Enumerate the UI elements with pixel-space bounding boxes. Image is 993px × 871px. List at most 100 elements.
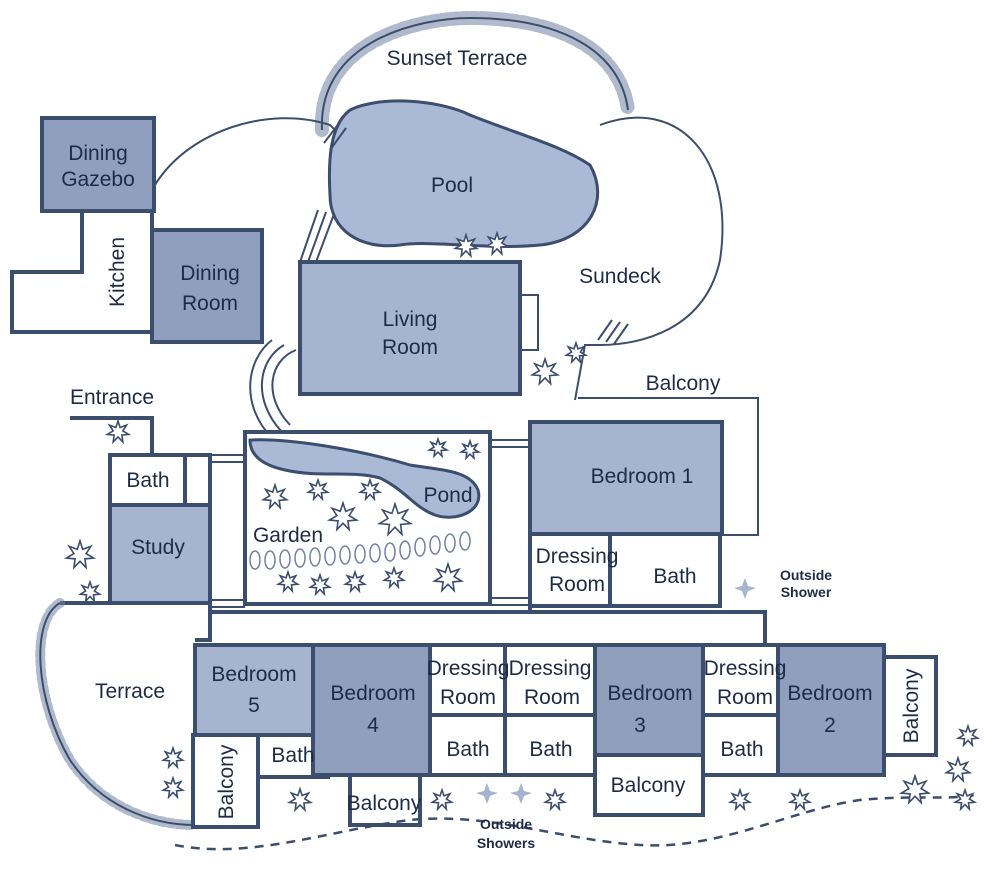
balcony-b4: [348, 773, 422, 827]
dressing-room-b: [503, 643, 597, 717]
dining-room: [150, 228, 264, 344]
plant-icon: [357, 477, 383, 502]
plant-icon: [160, 775, 186, 800]
bedroom-5: [193, 643, 315, 737]
plant-icon: [727, 787, 753, 812]
plant-icon: [431, 561, 465, 593]
plant-icon: [307, 572, 333, 597]
label-study: Study: [131, 536, 185, 559]
plant-icon: [898, 773, 932, 805]
living-room: [298, 260, 522, 396]
plant-icon: [955, 723, 981, 748]
pool: [327, 99, 600, 248]
label-pond: Pond: [423, 484, 472, 507]
plant-icon: [286, 786, 314, 813]
balcony-b5: [191, 733, 260, 829]
plant-icon: [326, 500, 360, 532]
label-balcony-top: Balcony: [646, 372, 721, 395]
plant-icon: [458, 438, 482, 461]
label-outside-shower-1: Outside: [780, 567, 832, 583]
label-bath-b1: Bath: [653, 565, 696, 588]
sundeck-area: [151, 116, 724, 401]
label-bath-a: Bath: [446, 738, 489, 761]
stepping-stone-icon: [249, 531, 471, 570]
label-bedroom-1: Bedroom 1: [591, 465, 694, 488]
plant-icon: [426, 436, 450, 459]
plant-icon: [529, 356, 561, 386]
shower-star-icon: [476, 578, 756, 804]
label-entrance: Entrance: [70, 386, 154, 409]
label-bedroom-3-2: 3: [634, 714, 646, 737]
plant-icon: [305, 477, 331, 502]
label-dressing-b1-2: Room: [549, 573, 605, 596]
label-dressing-b-2: Room: [524, 686, 580, 709]
bedroom-2: [776, 643, 886, 777]
plant-icon: [943, 755, 973, 784]
kitchen: [10, 211, 154, 334]
bedroom-4: [311, 643, 432, 777]
dressing-room-c: [701, 643, 780, 717]
plant-icon: [260, 482, 290, 511]
plant-icon: [63, 538, 97, 570]
bath-b: [503, 713, 597, 777]
plant-icon: [563, 340, 589, 365]
plant-icon: [77, 579, 103, 604]
label-sunset-terrace: Sunset Terrace: [387, 47, 528, 70]
label-dressing-c-1: Dressing: [704, 657, 787, 680]
label-terrace: Terrace: [95, 680, 165, 703]
label-dressing-c-2: Room: [717, 686, 773, 709]
plant-icon: [104, 418, 132, 445]
label-bedroom-2-2: 2: [824, 714, 836, 737]
plant-icon: [452, 232, 480, 259]
label-garden: Garden: [253, 524, 323, 547]
label-dining-room-1: Dining: [180, 262, 240, 285]
garden-boundary: [174, 793, 976, 851]
plant-icon: [429, 787, 455, 812]
plant-icon: [376, 501, 414, 537]
label-living-room-1: Living: [383, 308, 438, 331]
label-pool: Pool: [431, 174, 473, 197]
label-bath-study: Bath: [126, 469, 169, 492]
plant-icon: [275, 569, 301, 594]
label-bedroom-2-1: Bedroom: [787, 682, 872, 705]
label-dining-room-2: Room: [182, 292, 238, 315]
label-outside-showers-2: Showers: [477, 835, 536, 851]
balcony-right: [882, 655, 938, 757]
plant-icon: [342, 569, 368, 594]
label-kitchen: Kitchen: [106, 237, 129, 307]
plant-icon: [160, 745, 186, 770]
label-dressing-a-2: Room: [440, 686, 496, 709]
label-sundeck: Sundeck: [579, 265, 661, 288]
dining-gazebo: [40, 116, 156, 213]
label-bedroom-4-2: 4: [367, 714, 379, 737]
pond: [248, 438, 481, 519]
label-bedroom-3-1: Bedroom: [607, 682, 692, 705]
label-dressing-a-1: Dressing: [427, 657, 510, 680]
bath-c: [701, 713, 780, 777]
label-outside-showers-1: Outside: [480, 816, 532, 832]
plant-icon: [787, 787, 813, 812]
dressing-room-b1: [528, 532, 612, 608]
label-bedroom-4-1: Bedroom: [330, 682, 415, 705]
label-balcony-b3: Balcony: [611, 774, 686, 797]
label-balcony-b4: Balcony: [347, 792, 422, 815]
plant-icon: [542, 787, 568, 812]
plant-icon: [381, 565, 407, 590]
label-dining-gazebo-2: Gazebo: [61, 168, 135, 191]
label-bedroom-5-1: Bedroom: [211, 663, 296, 686]
label-outside-shower-2: Shower: [781, 584, 832, 600]
label-dressing-b1-1: Dressing: [536, 545, 619, 568]
label-balcony-right: Balcony: [900, 668, 923, 743]
label-bath-c: Bath: [720, 738, 763, 761]
label-balcony-b5: Balcony: [215, 744, 238, 819]
plant-icon: [952, 787, 978, 812]
label-bedroom-5-2: 5: [248, 694, 260, 717]
label-bath-b: Bath: [529, 738, 572, 761]
sunset-terrace: [314, 10, 635, 137]
plant-icon: [483, 230, 511, 257]
balcony-top-outline: [578, 397, 759, 536]
plant-icon: [63, 230, 981, 813]
label-dressing-b-1: Dressing: [509, 657, 592, 680]
balcony-b3: [593, 753, 705, 817]
